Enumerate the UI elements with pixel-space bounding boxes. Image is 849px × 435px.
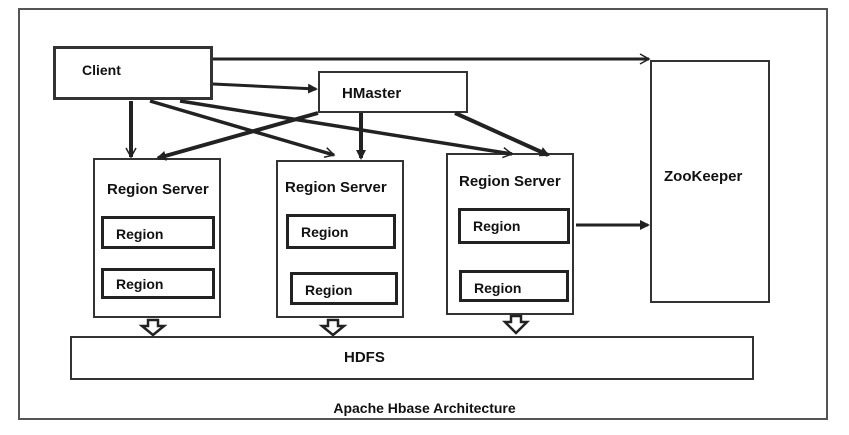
region-server-3: Region Server Region Region (446, 153, 574, 315)
hmaster-box: HMaster (318, 71, 468, 113)
zookeeper-label: ZooKeeper (664, 168, 743, 185)
region-server-title: Region Server (107, 181, 209, 198)
hdfs-box: HDFS (70, 336, 754, 380)
arrow-hmaster-rs3 (454, 111, 550, 157)
arrow-client-rs3 (179, 99, 514, 159)
diagram-frame (18, 8, 828, 420)
zookeeper-box: ZooKeeper (650, 60, 770, 303)
arrow-rs1-hdfs (138, 318, 168, 337)
region-box: Region (290, 272, 398, 305)
region-box: Region (458, 208, 570, 244)
arrow-rs3-hdfs (501, 314, 531, 335)
hmaster-label: HMaster (342, 85, 402, 102)
region-server-2: Region Server Region Region (276, 160, 404, 318)
hdfs-label: HDFS (344, 349, 385, 366)
region-box: Region (101, 216, 215, 249)
arrow-rs2-hdfs (318, 318, 348, 337)
region-box: Region (101, 268, 215, 299)
region-server-title: Region Server (285, 179, 387, 196)
diagram-caption: Apache Hbase Architecture (333, 400, 516, 416)
region-server-title: Region Server (459, 173, 561, 190)
client-box: Client (53, 46, 213, 100)
arrow-client-hmaster (212, 82, 318, 94)
region-server-1: Region Server Region Region (93, 158, 221, 318)
client-label: Client (82, 62, 121, 78)
arrow-client-rs2 (149, 99, 336, 158)
region-box: Region (459, 270, 569, 302)
arrow-hmaster-rs1 (156, 111, 319, 161)
region-box: Region (286, 214, 396, 249)
